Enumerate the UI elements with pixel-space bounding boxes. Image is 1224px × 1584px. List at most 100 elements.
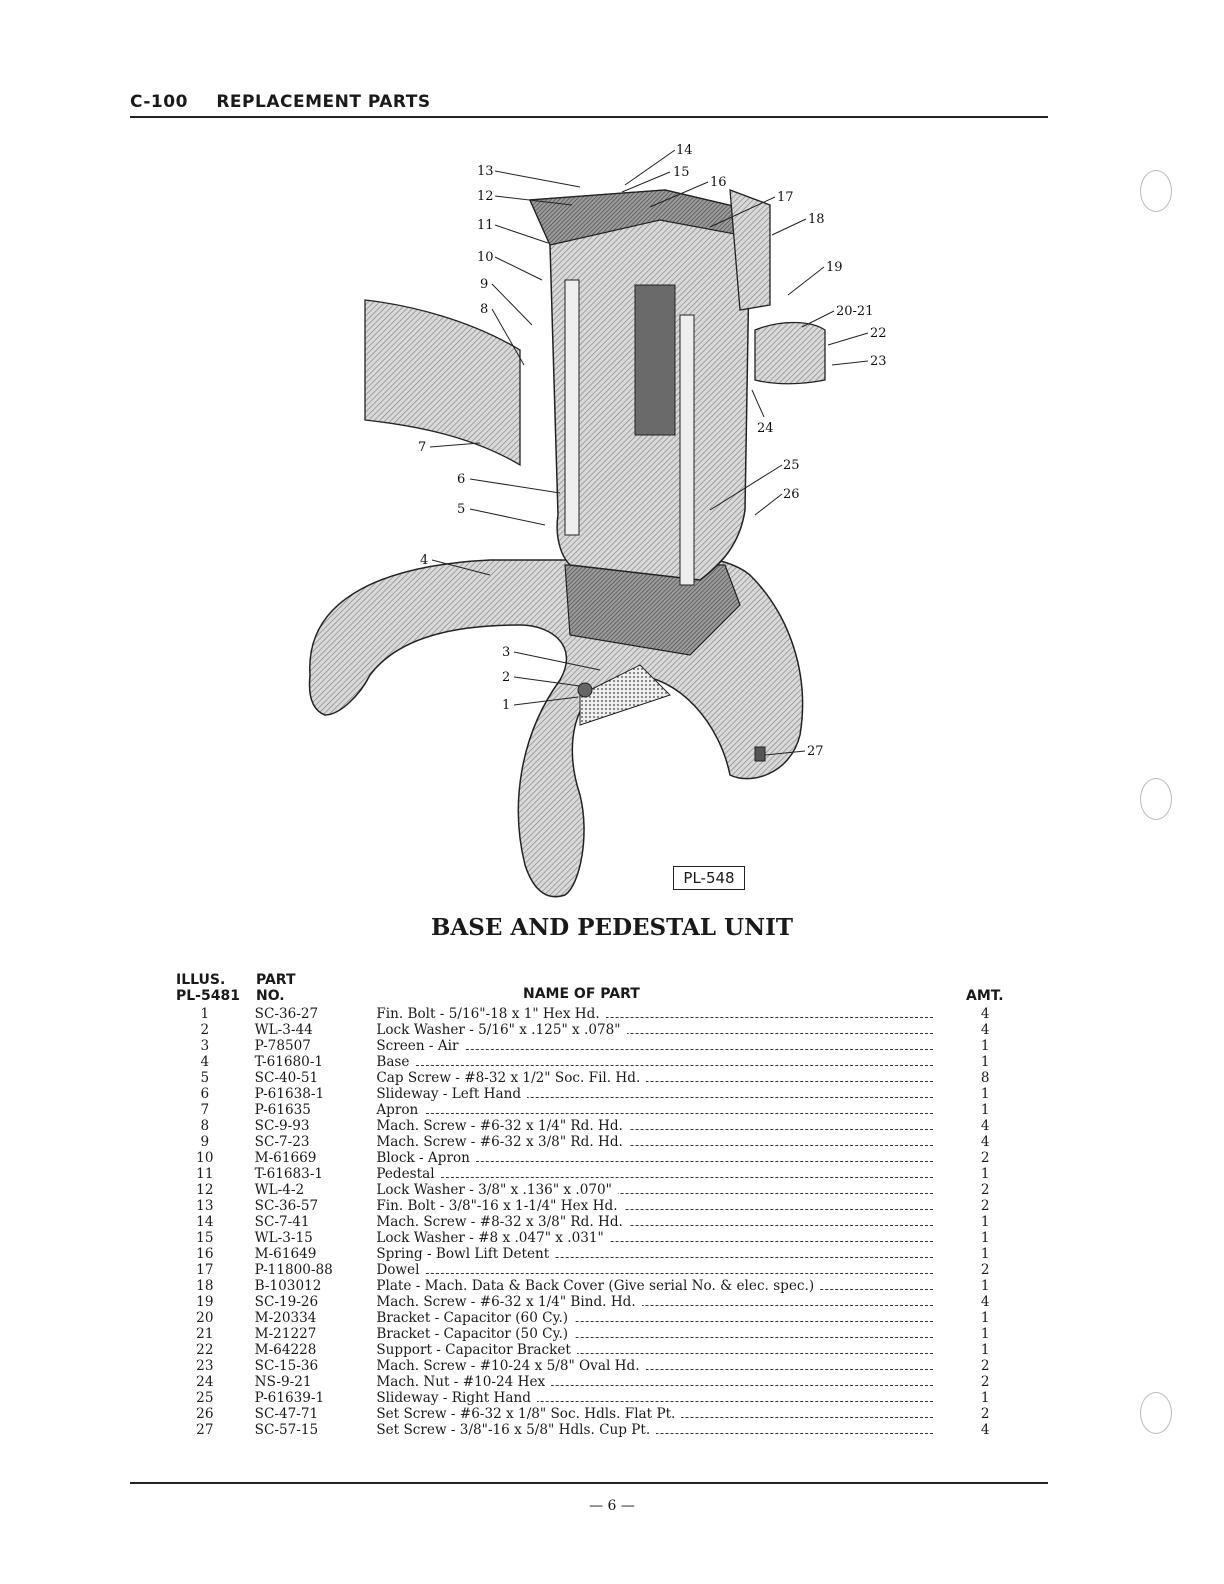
dotted-leader: Slideway - Right Hand: [376, 1390, 945, 1406]
part-name: Pedestal: [376, 1166, 441, 1182]
illus-number: 22: [196, 1342, 214, 1358]
part-amount: 1: [980, 1342, 990, 1358]
part-number: P-61638-1: [254, 1086, 325, 1102]
section-title: REPLACEMENT PARTS: [216, 92, 431, 112]
part-amount: 1: [980, 1054, 990, 1070]
part-name: Fin. Bolt - 3/8"-16 x 1-1/4" Hex Hd.: [376, 1198, 624, 1214]
illus-number: 11: [196, 1166, 214, 1182]
part-name: Mach. Nut - #10-24 Hex: [376, 1374, 552, 1390]
illus-number: 4: [200, 1054, 210, 1070]
part-name: Apron: [376, 1102, 425, 1118]
part-name: Base: [376, 1054, 416, 1070]
illus-number: 3: [200, 1038, 210, 1054]
callout-11: 11: [477, 218, 494, 233]
part-amount: 8: [980, 1070, 990, 1086]
page-number: — 6 —: [589, 1498, 635, 1514]
part-name: Lock Washer - #8 x .047" x .031": [376, 1230, 610, 1246]
col-header-illus: ILLUS. PL-5481: [176, 972, 240, 1004]
part-name: Mach. Screw - #6-32 x 1/4" Bind. Hd.: [376, 1294, 642, 1310]
parts-list-table: 1 SC-36-27 Fin. Bolt - 5/16"-18 x 1" Hex H…: [175, 1006, 1015, 1438]
part-name: Plate - Mach. Data & Back Cover (Give se…: [376, 1278, 821, 1294]
callout-22: 22: [870, 326, 887, 341]
callout-3: 3: [502, 645, 510, 660]
callout-8: 8: [480, 302, 488, 317]
part-number: SC-36-27: [254, 1006, 319, 1022]
dotted-leader: Apron: [376, 1102, 945, 1118]
callout-1: 1: [502, 698, 510, 713]
part-number: NS-9-21: [254, 1374, 312, 1390]
part-number: SC-7-41: [254, 1214, 310, 1230]
callout-18: 18: [808, 212, 825, 227]
dotted-leader: Bracket - Capacitor (50 Cy.): [376, 1326, 945, 1342]
part-amount: 1: [980, 1278, 990, 1294]
part-name: Block - Apron: [376, 1150, 476, 1166]
callout-14: 14: [676, 143, 693, 158]
part-name: Set Screw - #6-32 x 1/8" Soc. Hdls. Flat…: [376, 1406, 682, 1422]
part-amount: 1: [980, 1390, 990, 1406]
dotted-leader: Pedestal: [376, 1166, 945, 1182]
dotted-leader: Mach. Screw - #6-32 x 1/4" Rd. Hd.: [376, 1118, 945, 1134]
callout-15: 15: [673, 165, 690, 180]
callout-12: 12: [477, 189, 494, 204]
illus-number: 7: [200, 1102, 210, 1118]
part-amount: 1: [980, 1246, 990, 1262]
callout-20-21: 20-21: [836, 304, 873, 319]
part-amount: 4: [980, 1022, 990, 1038]
part-number: M-64228: [254, 1342, 317, 1358]
part-amount: 4: [980, 1134, 990, 1150]
dotted-leader: Fin. Bolt - 3/8"-16 x 1-1/4" Hex Hd.: [376, 1198, 945, 1214]
pedestal-column: [528, 189, 751, 586]
exploded-parts-diagram: 13 12 11 10 9 8 14 15 16 17 18 19 20-21 …: [308, 143, 887, 898]
callout-25: 25: [783, 458, 800, 473]
part-number: M-61649: [254, 1246, 317, 1262]
apron-panel: [364, 299, 521, 467]
dotted-leader: Mach. Screw - #10-24 x 5/8" Oval Hd.: [376, 1358, 945, 1374]
part-amount: 1: [980, 1086, 990, 1102]
part-name: Bracket - Capacitor (50 Cy.): [376, 1326, 575, 1342]
part-amount: 2: [980, 1374, 990, 1390]
dotted-leader: Support - Capacitor Bracket: [376, 1342, 945, 1358]
illus-number: 14: [196, 1214, 214, 1230]
page-header: C-100 REPLACEMENT PARTS: [130, 92, 1048, 112]
part-name: Dowel: [376, 1262, 426, 1278]
part-name: Fin. Bolt - 5/16"-18 x 1" Hex Hd.: [376, 1006, 606, 1022]
binder-hole-top: [1140, 170, 1172, 212]
part-name: Spring - Bowl Lift Detent: [376, 1246, 556, 1262]
dotted-leader: Mach. Screw - #8-32 x 3/8" Rd. Hd.: [376, 1214, 945, 1230]
part-number: WL-3-44: [254, 1022, 313, 1038]
callout-9: 9: [480, 277, 488, 292]
callout-5: 5: [457, 502, 465, 517]
dotted-leader: Fin. Bolt - 5/16"-18 x 1" Hex Hd.: [376, 1006, 945, 1022]
part-name: Mach. Screw - #6-32 x 3/8" Rd. Hd.: [376, 1134, 629, 1150]
callout-2: 2: [502, 670, 510, 685]
callout-10: 10: [477, 250, 494, 265]
table-row: 22 M-64228 Support - Capacitor Bracket 1: [175, 1342, 1015, 1358]
part-amount: 1: [980, 1166, 990, 1182]
dotted-leader: Base: [376, 1054, 945, 1070]
part-name: Mach. Screw - #6-32 x 1/4" Rd. Hd.: [376, 1118, 629, 1134]
illus-number: 8: [200, 1118, 210, 1134]
illus-number: 2: [200, 1022, 210, 1038]
part-amount: 1: [980, 1326, 990, 1342]
part-number: SC-15-36: [254, 1358, 319, 1374]
part-number: P-61635: [254, 1102, 311, 1118]
illus-number: 10: [196, 1150, 214, 1166]
dotted-leader: Lock Washer - 3/8" x .136" x .070": [376, 1182, 945, 1198]
part-number: M-61669: [254, 1150, 317, 1166]
part-amount: 2: [980, 1182, 990, 1198]
dotted-leader: Mach. Nut - #10-24 Hex: [376, 1374, 945, 1390]
callout-23: 23: [870, 354, 887, 369]
dotted-leader: Spring - Bowl Lift Detent: [376, 1246, 945, 1262]
illus-number: 15: [196, 1230, 214, 1246]
part-number: M-20334: [254, 1310, 317, 1326]
part-number: P-61639-1: [254, 1390, 325, 1406]
